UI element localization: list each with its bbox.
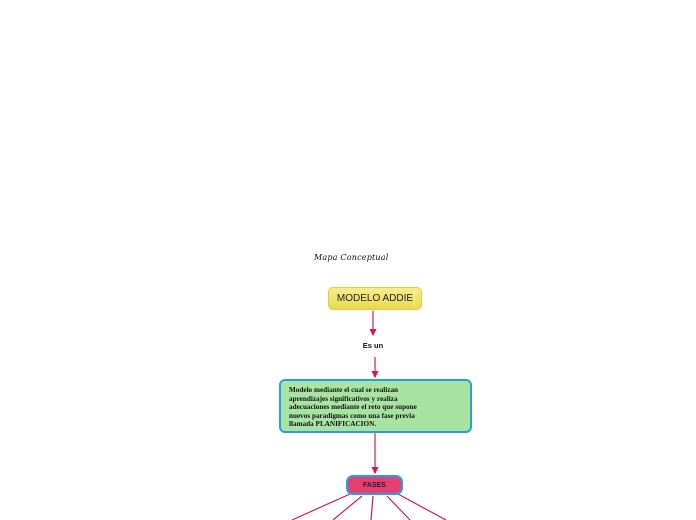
link-label-es-un: Es un: [362, 341, 384, 350]
description-line: adecuaciones mediante el reto que supone: [289, 403, 417, 412]
root-node-modelo-addie[interactable]: MODELO ADDIE: [328, 287, 422, 310]
phases-node-label: FASES: [363, 481, 386, 489]
connector-phase-branch-1: [291, 493, 351, 520]
description-node[interactable]: Modelo mediante el cual se realizan apre…: [279, 379, 472, 433]
connector-phase-branch-2: [332, 495, 363, 520]
description-line: aprendizajes significativos y realiza: [289, 394, 398, 403]
description-line: Modelo mediante el cual se realizan: [289, 386, 399, 394]
connector-phase-branch-3: [370, 495, 374, 520]
description-line: nuevos paradigmas como una fase previa: [289, 411, 415, 420]
description-line: llamada PLANIFICACION.: [289, 420, 377, 429]
phases-node[interactable]: FASES: [346, 475, 403, 495]
connector-phase-branch-4: [386, 495, 411, 520]
root-node-label: MODELO ADDIE: [336, 293, 414, 304]
map-title: Mapa Conceptual: [314, 253, 389, 262]
connector-phase-branch-5: [397, 493, 447, 520]
